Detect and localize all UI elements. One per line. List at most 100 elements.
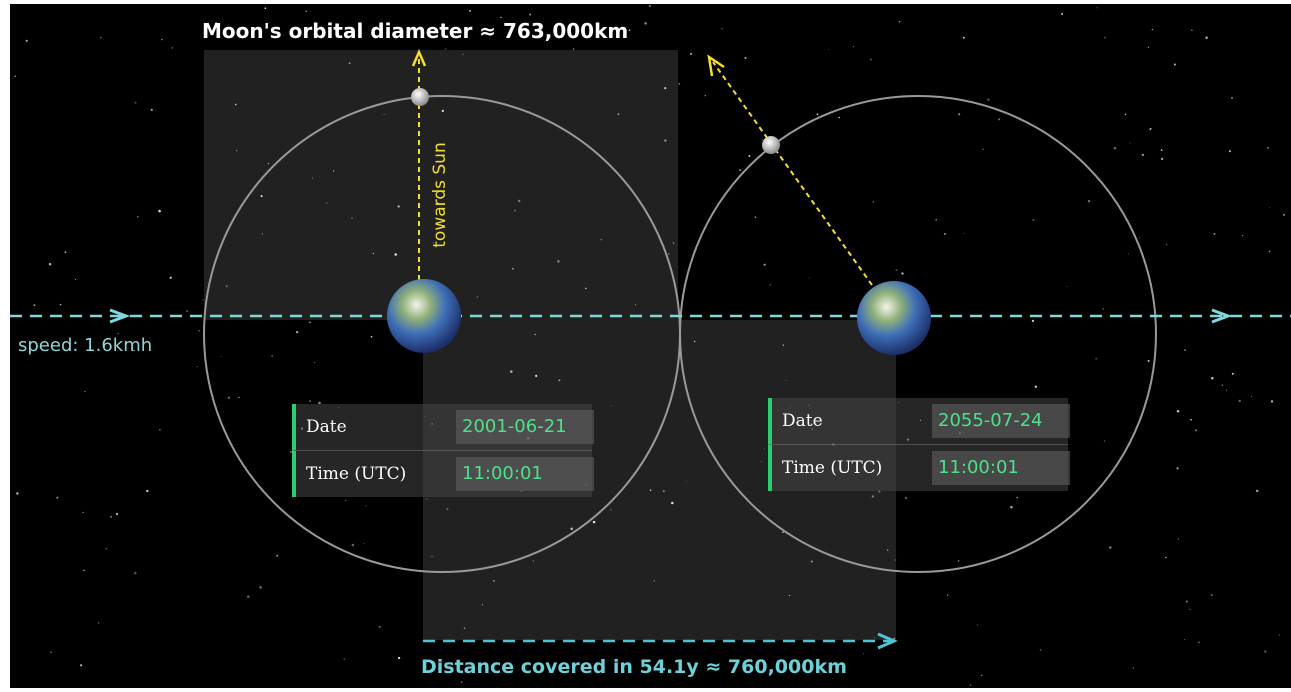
star (535, 374, 538, 378)
star (1183, 638, 1185, 640)
moon-orbit-right (679, 95, 1157, 573)
star (1238, 399, 1241, 403)
star (529, 13, 532, 16)
date-value[interactable]: 2055-07-24 (932, 404, 1070, 438)
star (136, 215, 139, 218)
star (893, 637, 896, 640)
star (1221, 384, 1223, 386)
star (267, 162, 270, 165)
time-value[interactable]: 11:00:01 (932, 451, 1070, 485)
star (1149, 127, 1152, 130)
earth-left (387, 279, 461, 353)
star (739, 169, 741, 172)
star (159, 429, 161, 431)
star (887, 549, 889, 551)
star (383, 113, 385, 115)
star (871, 495, 875, 498)
star (653, 580, 655, 582)
star (82, 511, 84, 513)
star (1210, 594, 1213, 597)
star (904, 496, 908, 500)
star (1124, 113, 1127, 116)
star (662, 490, 665, 493)
star (689, 52, 693, 56)
star (105, 548, 108, 550)
star (721, 28, 723, 30)
star (397, 205, 400, 208)
star (1160, 149, 1163, 151)
star (1190, 418, 1192, 421)
star (202, 299, 204, 301)
star (1225, 389, 1228, 391)
star (158, 209, 161, 213)
date-row: Date 2055-07-24 (768, 398, 1070, 444)
diagram-title: Moon's orbital diameter ≈ 763,000km (202, 19, 629, 43)
star (664, 139, 667, 142)
moon-left (411, 88, 429, 106)
star (1194, 429, 1198, 432)
star (1191, 29, 1193, 31)
star (572, 48, 575, 50)
star (810, 560, 813, 563)
star (500, 16, 502, 19)
star (426, 498, 428, 500)
star (276, 554, 279, 557)
star (343, 658, 345, 660)
star (1270, 400, 1274, 403)
star (1127, 253, 1129, 255)
star (363, 543, 365, 545)
date-row: Date 2001-06-21 (292, 404, 594, 450)
earth-right (857, 281, 931, 355)
star (1184, 349, 1187, 352)
date-value[interactable]: 2001-06-21 (456, 410, 594, 444)
star (600, 239, 602, 241)
star (227, 396, 231, 399)
star (648, 4, 651, 8)
star (598, 32, 601, 34)
sun-direction-label: towards Sun (430, 142, 450, 248)
star (462, 53, 464, 55)
star (14, 75, 16, 78)
star (296, 330, 299, 334)
star (748, 155, 751, 157)
star (493, 580, 495, 582)
star (225, 285, 228, 288)
star (1165, 556, 1167, 559)
star (16, 492, 19, 495)
date-label: Date (306, 417, 347, 437)
star (511, 267, 514, 270)
star (260, 195, 263, 198)
star (764, 448, 765, 450)
star (261, 233, 263, 235)
star (1228, 150, 1231, 153)
star (326, 202, 328, 204)
path-arrowhead-right (1211, 308, 1233, 324)
star (378, 625, 381, 628)
star (196, 366, 198, 367)
star (943, 232, 946, 236)
star (372, 252, 375, 255)
time-value[interactable]: 11:00:01 (456, 457, 594, 491)
star (874, 636, 876, 638)
star (585, 287, 587, 290)
star (1213, 232, 1216, 235)
star (1176, 467, 1179, 470)
path-arrowhead-left (109, 308, 131, 324)
star (1060, 12, 1064, 15)
star (1267, 146, 1269, 149)
star (476, 296, 479, 298)
distance-arrowhead (877, 632, 898, 650)
star (828, 49, 829, 51)
star (259, 586, 262, 589)
star (1250, 396, 1252, 398)
star (744, 56, 747, 59)
star (309, 321, 311, 324)
star (1103, 440, 1106, 442)
star (1264, 650, 1267, 653)
star (100, 37, 102, 39)
star (570, 527, 573, 531)
star (1177, 538, 1180, 540)
star (332, 170, 335, 172)
star (50, 651, 52, 653)
star (1242, 234, 1244, 237)
